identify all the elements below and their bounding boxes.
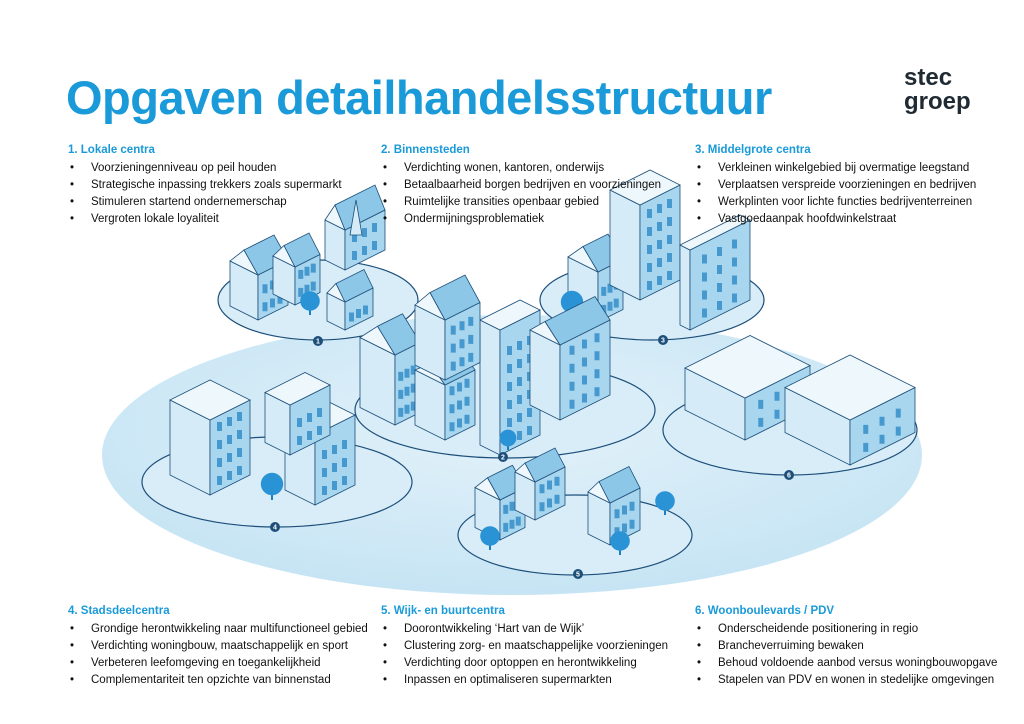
list-item: Inpassen en optimaliseren supermarkten <box>381 672 701 689</box>
page-title: Opgaven detailhandelsstructuur <box>66 71 772 124</box>
list-item: Onderscheidende positionering in regio <box>695 621 1015 638</box>
section-middelgrote-centra: 3. Middelgrote centra Verkleinen winkelg… <box>695 144 1015 228</box>
list-item: Ondermijningsproblematiek <box>381 211 701 228</box>
marker-number: 5 <box>576 572 580 579</box>
list-item: Betaalbaarheid borgen bedrijven en voorz… <box>381 177 701 194</box>
marker-number: 2 <box>501 455 505 462</box>
tree <box>300 291 320 315</box>
building <box>587 465 641 546</box>
tree <box>499 429 517 450</box>
area-marker: 6 <box>784 470 794 480</box>
list-item: Verdichting door optoppen en herontwikke… <box>381 655 701 672</box>
section-stadsdeelcentra: 4. Stadsdeelcentra Grondige herontwikkel… <box>68 605 388 689</box>
list-item: Strategische inpassing trekkers zoals su… <box>68 177 388 194</box>
list-item: Verplaatsen verspreide voorzieningen en … <box>695 177 1015 194</box>
list-item: Verbeteren leefomgeving en toegankelijkh… <box>68 655 388 672</box>
list-item: Ruimtelijke transities openbaar gebied <box>381 194 701 211</box>
list-item: Verkleinen winkelgebied bij overmatige l… <box>695 160 1015 177</box>
tree <box>260 472 284 500</box>
section-heading: 3. Middelgrote centra <box>695 144 811 156</box>
building <box>272 232 321 306</box>
area-marker: 1 <box>313 336 323 346</box>
logo-line-1: stec <box>904 64 953 91</box>
area-marker: 2 <box>498 452 508 462</box>
section-heading: 4. Stadsdeelcentra <box>68 605 170 617</box>
tree <box>655 491 675 515</box>
tree <box>610 531 630 555</box>
building <box>679 214 751 331</box>
section-heading: 2. Binnensteden <box>381 144 470 156</box>
list-item: Stimuleren startend ondernemerschap <box>68 194 388 211</box>
building <box>514 447 566 521</box>
building <box>264 372 331 456</box>
list-item: Werkplinten voor lichte functies bedrijv… <box>695 194 1015 211</box>
list-item: Grondige herontwikkeling naar multifunct… <box>68 621 388 638</box>
section-woonboulevards-pdv: 6. Woonboulevards / PDV Onderscheidende … <box>695 605 1015 689</box>
list-item: Complementariteit ten opzichte van binne… <box>68 672 388 689</box>
list-item: Doorontwikkeling ‘Hart van de Wijk’ <box>381 621 701 638</box>
building <box>479 299 541 456</box>
building <box>359 313 421 426</box>
list-item: Vergroten lokale loyaliteit <box>68 211 388 228</box>
list-item: Verdichting woningbouw, maatschappelijk … <box>68 638 388 655</box>
section-heading: 1. Lokale centra <box>68 144 155 156</box>
list-item: Behoud voldoende aanbod versus woningbou… <box>695 655 1015 672</box>
section-lokale-centra: 1. Lokale centra Voorzieningenniveau op … <box>68 144 388 228</box>
marker-number: 1 <box>316 339 320 346</box>
section-binnensteden: 2. Binnensteden Verdichting wonen, kanto… <box>381 144 701 228</box>
building <box>326 268 374 331</box>
building <box>169 379 251 496</box>
building <box>529 295 611 421</box>
section-heading: 5. Wijk- en buurtcentra <box>381 605 505 617</box>
marker-number: 6 <box>787 473 791 480</box>
area-marker: 5 <box>573 569 583 579</box>
list-item: Verdichting wonen, kantoren, onderwijs <box>381 160 701 177</box>
section-wijk-en-buurtcentra: 5. Wijk- en buurtcentra Doorontwikkeling… <box>381 605 701 689</box>
list-item: Clustering zorg- en maatschappelijke voo… <box>381 638 701 655</box>
list-item: Stapelen van PDV en wonen in stedelijke … <box>695 672 1015 689</box>
list-item: Voorzieningenniveau op peil houden <box>68 160 388 177</box>
area-marker: 4 <box>270 522 280 532</box>
building <box>784 354 916 466</box>
logo-line-2: groep <box>904 88 971 115</box>
list-item: Brancheverruiming bewaken <box>695 638 1015 655</box>
section-heading: 6. Woonboulevards / PDV <box>695 605 835 617</box>
tree <box>480 526 500 550</box>
marker-number: 4 <box>273 525 277 532</box>
area-marker: 3 <box>658 335 668 345</box>
building <box>414 274 481 381</box>
marker-number: 3 <box>661 338 665 345</box>
list-item: Vastgoedaanpak hoofdwinkelstraat <box>695 211 1015 228</box>
stec-groep-logo: stec groep <box>904 66 971 114</box>
